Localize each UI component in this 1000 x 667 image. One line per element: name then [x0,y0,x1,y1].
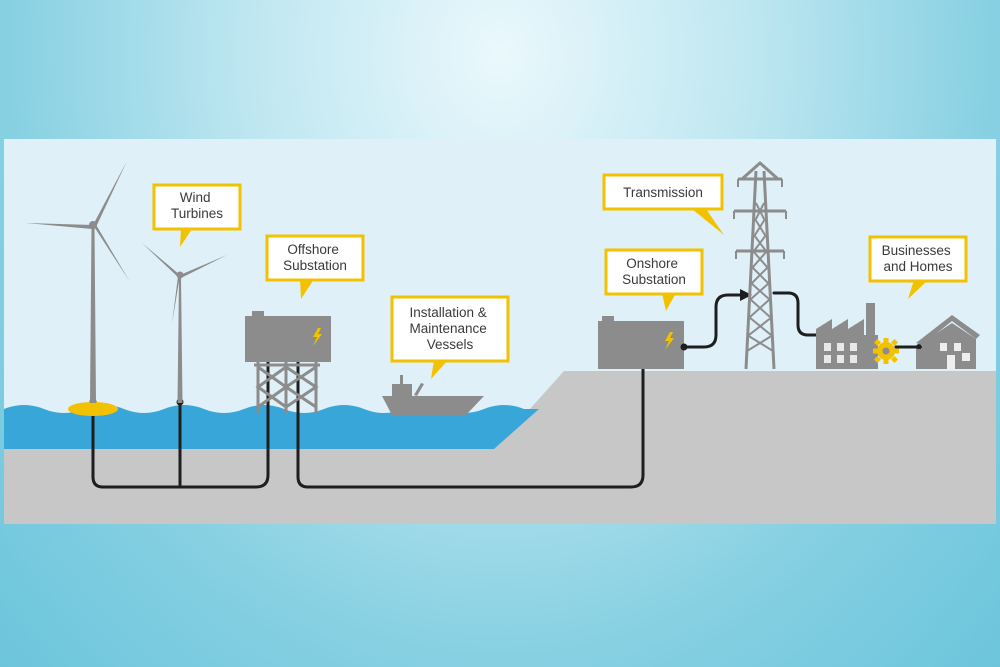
house [916,315,980,369]
gear-icon [873,338,899,364]
substation-jacket [254,361,320,414]
house-garage [916,349,934,369]
factory-windows [824,343,857,363]
cable-onshore-to-pylon [682,293,744,349]
callout-line: Offshore [287,242,339,257]
callout-line: Maintenance [409,321,486,336]
turbine-blade [142,243,180,278]
cable-node-onshore [680,343,688,351]
callout-line: and Homes [883,259,952,274]
turbine-blade [93,223,130,282]
cable-node-homes [916,344,922,350]
callout-line: Businesses [882,243,951,258]
callout-line: Vessels [427,337,474,352]
callout-line: Turbines [171,206,223,221]
callout-vessels: Installation & Maintenance Vessels [390,295,510,379]
wind-turbine-1 [26,161,130,416]
turbine-hub [89,221,97,229]
subsea-cables [91,355,645,489]
turbine-tower [90,227,96,403]
callout-line: Transmission [623,185,703,200]
house-windows [940,343,970,369]
callout-line: Wind [180,190,211,205]
substation-roof-detail [252,311,264,317]
svg-text:Onshore Substation: Onshore Substation [622,256,686,287]
svg-text:Offshore Substation: Offshore Substation [283,242,347,273]
turbine-blade [180,255,227,278]
pylon-insulators [733,179,787,259]
sea-water [4,405,539,449]
factory [816,303,899,369]
callout-offshore-substation: Offshore Substation [265,234,365,299]
substation-roof-detail [602,316,614,322]
callout-line: Substation [622,272,686,287]
turbine-blade [93,161,127,227]
svg-text:Installation & Maintenan: Installation & Maintenance Vessels [409,305,490,352]
pylon-arm-top [738,161,782,181]
turbine-hub [176,271,184,279]
onshore-substation [598,316,684,369]
wind-turbine-2 [142,243,227,403]
callout-onshore-substation: Onshore Substation [604,248,704,311]
callout-businesses-homes: Businesses and Homes [868,235,968,299]
vessel-cabin [392,384,412,397]
callout-wind-turbines: Wind Turbines [152,183,242,247]
callout-line: Onshore [626,256,678,271]
callout-line: Substation [283,258,347,273]
cable-arrow-pylon [740,289,752,301]
offshore-substation [245,311,331,414]
svg-text:Transmission: Transmission [623,185,703,200]
maintenance-vessel [382,375,484,415]
turbine-tower [177,277,183,403]
svg-text:Businesses and Homes: Businesses and Homes [882,243,955,274]
substation-building [598,321,684,369]
turbine-blade [172,275,180,324]
factory-body [816,335,878,369]
vessel-hull [382,396,484,415]
transmission-pylon [733,161,787,370]
offshore-wind-diagram: Wind Turbines Offshore Substation Instal… [4,139,996,524]
cable-pylon-to-factory [772,291,824,337]
lightning-bolt-icon [313,328,322,346]
turbine-blade [26,223,93,229]
callout-transmission: Transmission [602,173,724,235]
turbine-foundation [68,402,118,416]
house-roof [916,315,980,345]
lightning-bolt-icon [665,332,674,350]
onshore-cables [682,291,921,349]
svg-text:Wind Turbines: Wind Turbines [171,190,223,221]
vessel-crane [414,383,424,396]
vessel-mast [400,375,403,385]
callout-line: Installation & [409,305,486,320]
cable-offshore-to-onshore [296,355,645,489]
